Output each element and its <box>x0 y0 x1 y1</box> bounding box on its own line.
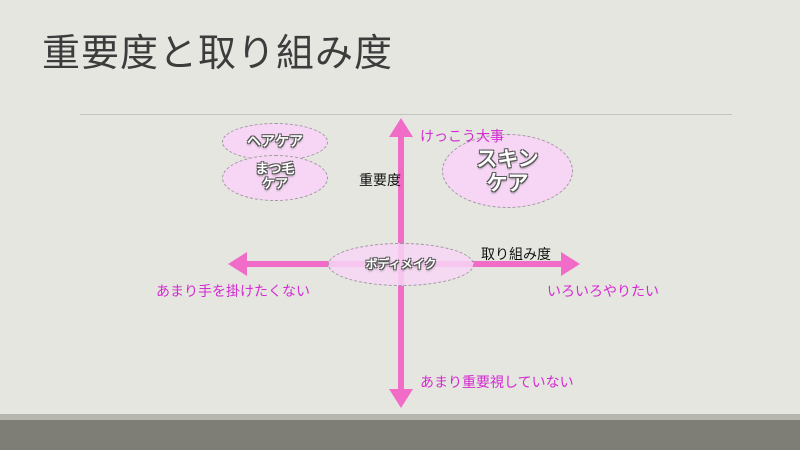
down-arrow-head <box>389 389 413 408</box>
slide-title: 重要度と取り組み度 <box>42 31 394 75</box>
bottom-axis-label: あまり重要視していない <box>420 375 574 391</box>
y-axis-label: 重要度 <box>359 173 401 189</box>
eyelash-care-label: まつ毛 ケア <box>255 162 295 192</box>
hair-care-label: ヘアケア <box>247 133 303 150</box>
right-arrow-head <box>561 252 580 276</box>
x-axis-label: 取り組み度 <box>481 247 551 263</box>
body-make-ellipse: ボディメイク <box>328 243 474 286</box>
footer-band-dark <box>0 420 800 450</box>
top-axis-label: けっこう大事 <box>420 129 504 145</box>
eyelash-care-ellipse: まつ毛 ケア <box>222 155 328 201</box>
title-divider <box>80 114 732 115</box>
left-arrow-head <box>228 252 247 276</box>
footer-band-light <box>0 414 800 420</box>
body-make-label: ボディメイク <box>365 256 437 271</box>
skin-care-ellipse: スキン ケア <box>442 134 573 208</box>
up-arrow-head <box>389 118 413 137</box>
skin-care-label: スキン ケア <box>476 146 539 195</box>
left-axis-label: あまり手を掛けたくない <box>156 284 310 300</box>
right-axis-label: いろいろやりたい <box>547 284 659 300</box>
